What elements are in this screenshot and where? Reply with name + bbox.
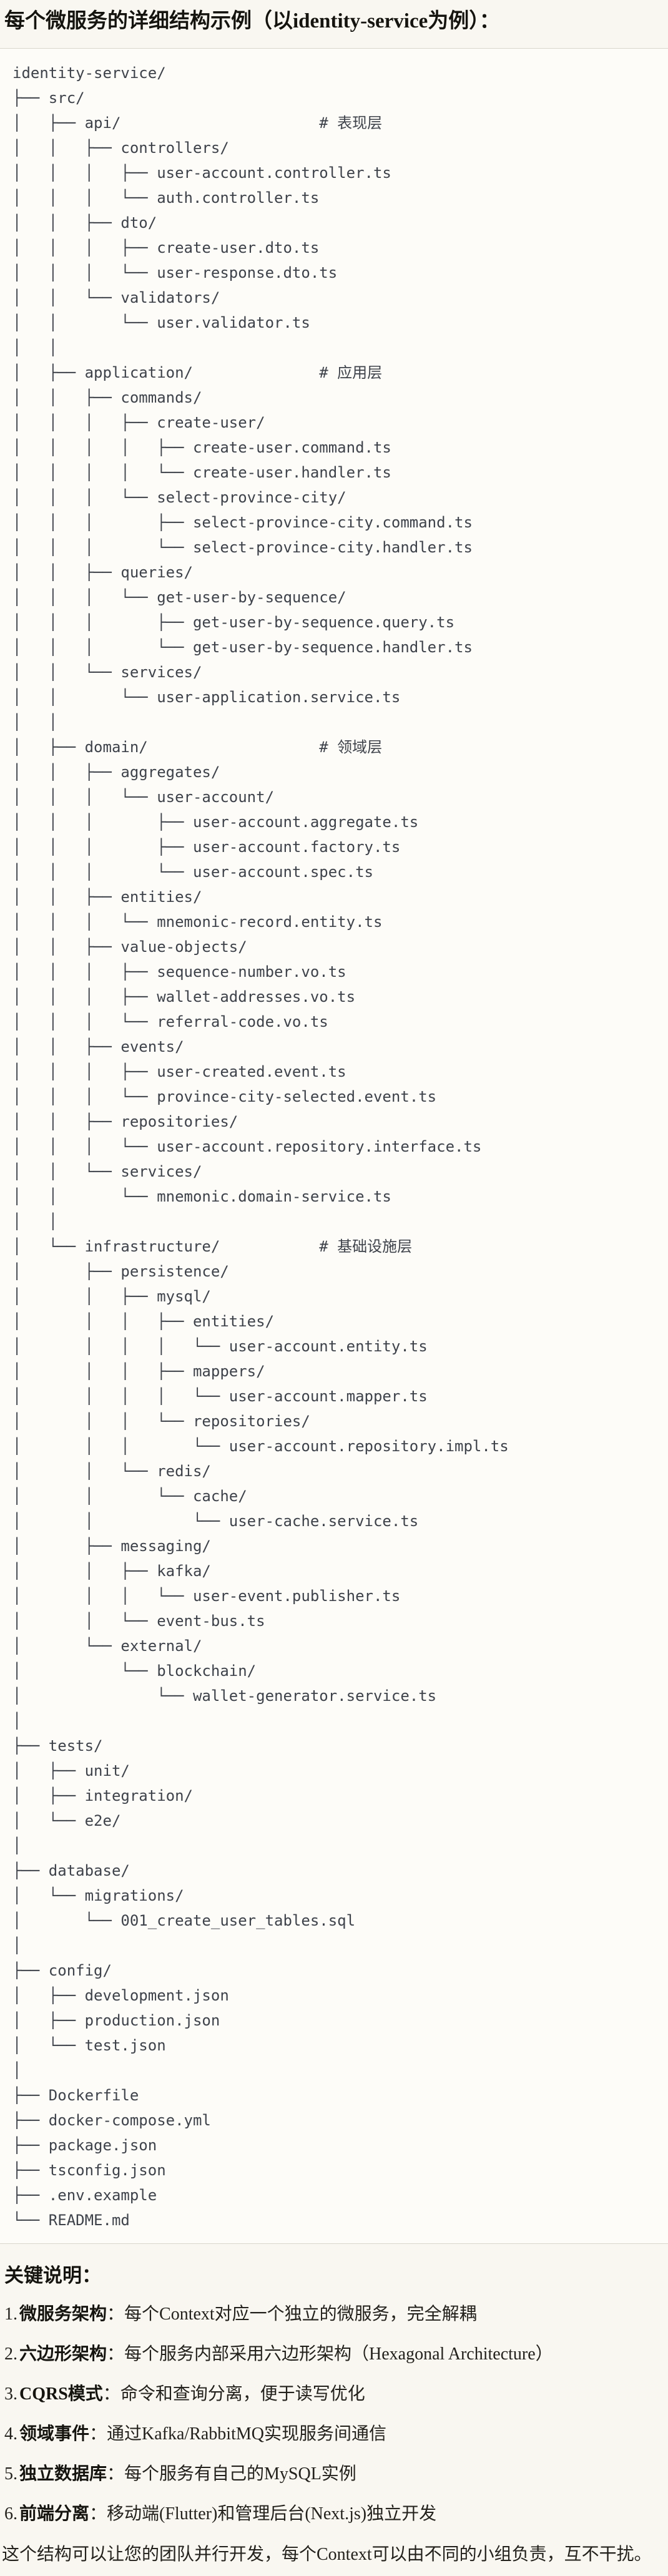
- note-number: 4.: [4, 2424, 17, 2444]
- page-title: 每个微服务的详细结构示例（以identity-service为例）：: [4, 10, 500, 32]
- note-label: 领域事件: [19, 2424, 90, 2444]
- note-number: 3.: [4, 2384, 17, 2404]
- note-text: ：移动端(Flutter)和管理后台(Next.js)独立开发: [89, 2504, 437, 2524]
- directory-tree: identity-service/ ├── src/ │ ├── api/ # …: [12, 64, 509, 2229]
- note-label: CQRS模式: [19, 2384, 103, 2404]
- note-number: 2.: [4, 2344, 17, 2364]
- notes-heading: 关键说明：: [4, 2265, 101, 2286]
- note-item-6: 6.前端分离：移动端(Flutter)和管理后台(Next.js)独立开发: [4, 2502, 663, 2526]
- note-item-5: 5.独立数据库：每个服务有自己的MySQL实例: [4, 2462, 663, 2486]
- note-item-1: 1.微服务架构：每个Context对应一个独立的微服务，完全解耦: [4, 2303, 663, 2326]
- note-label: 前端分离: [19, 2504, 90, 2524]
- note-number: 6.: [4, 2504, 17, 2524]
- note-number: 5.: [4, 2464, 17, 2484]
- note-text: ：每个服务有自己的MySQL实例: [107, 2464, 356, 2484]
- notes-section: 关键说明： 1.微服务架构：每个Context对应一个独立的微服务，完全解耦 2…: [0, 2263, 668, 2576]
- note-text: ：每个Context对应一个独立的微服务，完全解耦: [107, 2304, 477, 2324]
- note-text: ：命令和查询分离，便于读写优化: [102, 2384, 365, 2404]
- note-label: 微服务架构: [19, 2304, 107, 2324]
- note-text: ：通过Kafka/RabbitMQ实现服务间通信: [89, 2424, 386, 2444]
- note-item-3: 3.CQRS模式：命令和查询分离，便于读写优化: [4, 2383, 663, 2406]
- closing-paragraph: 这个结构可以让您的团队并行开发，每个Context可以由不同的小组负责，互不干扰…: [2, 2545, 652, 2564]
- note-label: 六边形架构: [19, 2344, 107, 2364]
- note-label: 独立数据库: [19, 2464, 107, 2484]
- directory-tree-block: identity-service/ ├── src/ │ ├── api/ # …: [0, 48, 668, 2244]
- note-item-2: 2.六边形架构：每个服务内部采用六边形架构（Hexagonal Architec…: [4, 2343, 663, 2366]
- note-number: 1.: [4, 2304, 17, 2324]
- notes-list: 1.微服务架构：每个Context对应一个独立的微服务，完全解耦 2.六边形架构…: [4, 2303, 663, 2526]
- note-item-4: 4.领域事件：通过Kafka/RabbitMQ实现服务间通信: [4, 2422, 663, 2446]
- note-text: ：每个服务内部采用六边形架构（Hexagonal Architecture）: [107, 2344, 553, 2364]
